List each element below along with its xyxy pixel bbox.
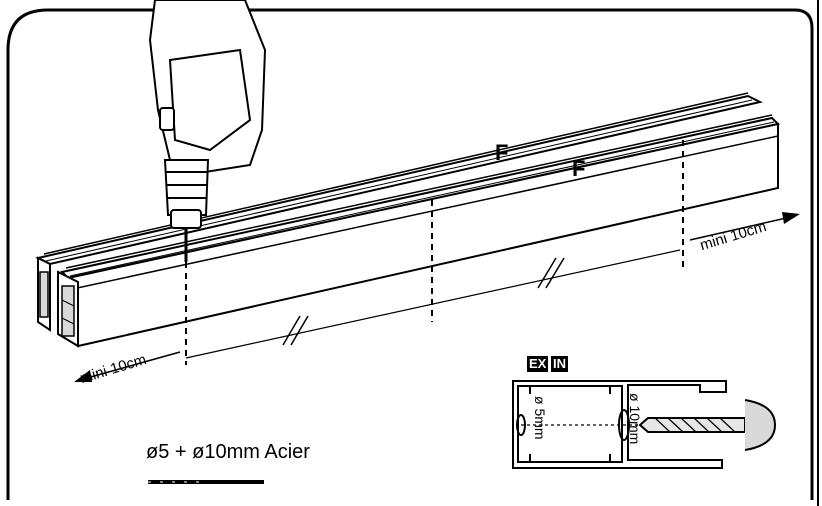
drill [148, 0, 267, 262]
front-rail [57, 114, 781, 348]
inset-drill-chuck [744, 399, 777, 451]
back-rail [35, 92, 763, 332]
hole-5mm [516, 414, 526, 436]
fixing-mark-upper: F [495, 140, 509, 165]
break-mark-left [282, 315, 309, 346]
arrow-right [782, 212, 800, 224]
dimension-line-right [689, 215, 796, 241]
badge-ex: EX [527, 356, 549, 372]
diameter-10mm-label: ø 10mm [627, 393, 643, 445]
badge-in: IN [551, 356, 568, 372]
inset-drill-bit [638, 417, 746, 433]
frame-border [6, 8, 814, 500]
dimension-line-left [79, 351, 181, 381]
drill-chuck [163, 159, 210, 216]
fixing-mark-lower: F [572, 156, 586, 181]
drill-spec-label: ø5 + ø10mm Acier [146, 441, 310, 463]
dimension-line-span [185, 249, 681, 359]
profile-cross-section [512, 380, 777, 469]
break-mark-right [537, 257, 565, 289]
diameter-5mm-label: ø 5mm [532, 396, 548, 440]
arrow-left [74, 370, 92, 382]
